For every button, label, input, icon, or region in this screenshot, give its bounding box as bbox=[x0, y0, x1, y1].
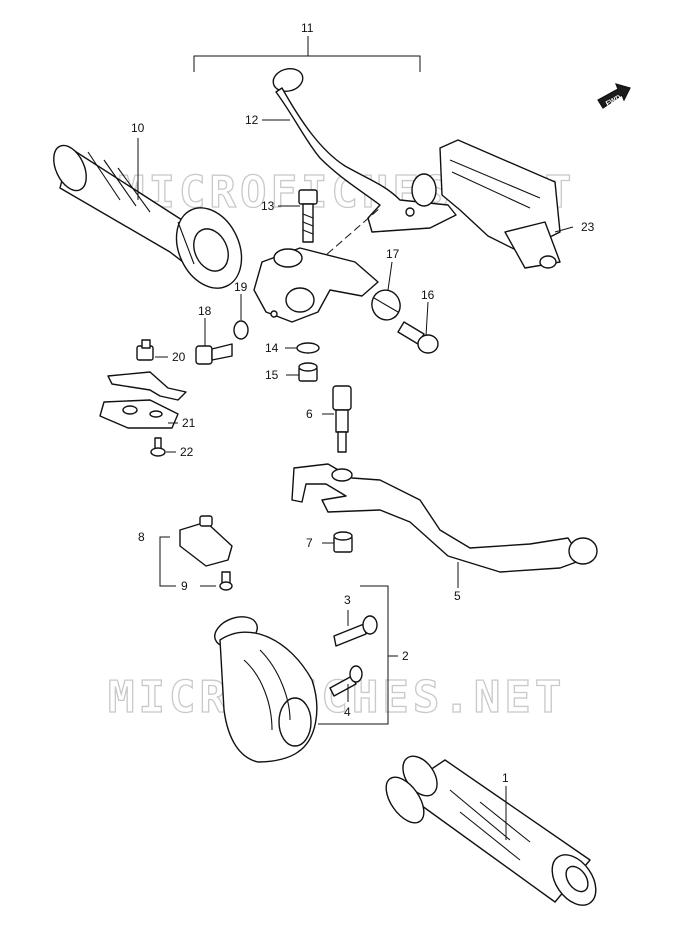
part-switch-21 bbox=[99, 371, 187, 429]
callout-14: 14 bbox=[265, 341, 279, 355]
part-lever-perch bbox=[253, 247, 379, 323]
assembly-line bbox=[317, 207, 381, 263]
callout-11: 11 bbox=[301, 21, 314, 35]
part-17 bbox=[371, 289, 401, 321]
part-bolt-18 bbox=[195, 343, 233, 365]
callout-8: 8 bbox=[138, 530, 145, 544]
callout-10: 10 bbox=[131, 121, 145, 135]
callout-2: 2 bbox=[402, 649, 409, 663]
part-screw-4 bbox=[329, 665, 363, 697]
part-nut-7 bbox=[333, 531, 353, 553]
callout-17: 17 bbox=[386, 247, 400, 261]
callout-4: 4 bbox=[344, 705, 351, 719]
part-upper-lever bbox=[272, 67, 457, 233]
callout-3: 3 bbox=[344, 593, 351, 607]
part-screw-22 bbox=[150, 437, 166, 457]
leader-lines bbox=[137, 36, 574, 840]
part-lower-lever bbox=[291, 463, 598, 573]
part-switch-20 bbox=[136, 339, 154, 361]
part-pivot-bolt-6 bbox=[332, 385, 352, 453]
part-screw-16 bbox=[397, 321, 439, 354]
callout-1: 1 bbox=[502, 771, 509, 785]
part-switch-8 bbox=[179, 515, 233, 567]
callout-18: 18 bbox=[198, 304, 212, 318]
callout-12: 12 bbox=[245, 113, 259, 127]
callout-labels: 11 10 12 13 23 17 16 19 18 14 15 20 21 2… bbox=[131, 21, 595, 785]
callout-20: 20 bbox=[172, 350, 186, 364]
callout-23: 23 bbox=[581, 220, 595, 234]
part-screw-3 bbox=[333, 615, 378, 647]
part-screw-9 bbox=[219, 571, 233, 591]
callout-19: 19 bbox=[234, 280, 248, 294]
callout-16: 16 bbox=[421, 288, 435, 302]
part-nut-15 bbox=[298, 362, 318, 382]
part-throttle-housing bbox=[214, 616, 318, 763]
part-left-grip bbox=[53, 144, 243, 289]
callout-22: 22 bbox=[180, 445, 194, 459]
callout-13: 13 bbox=[261, 199, 275, 213]
fwd-arrow-icon: FWD bbox=[597, 83, 631, 109]
callout-7: 7 bbox=[306, 536, 313, 550]
watermark-bottom: MICROFICHES.NET bbox=[108, 672, 565, 723]
part-cable-bracket bbox=[411, 139, 561, 269]
callout-21: 21 bbox=[182, 416, 196, 430]
callout-6: 6 bbox=[306, 407, 313, 421]
part-right-grip bbox=[385, 755, 597, 906]
callout-9: 9 bbox=[181, 579, 188, 593]
callout-15: 15 bbox=[265, 368, 279, 382]
part-washer-14 bbox=[296, 342, 320, 354]
part-washer-19 bbox=[233, 320, 249, 340]
part-bolt-13 bbox=[298, 189, 318, 243]
callout-5: 5 bbox=[454, 589, 461, 603]
